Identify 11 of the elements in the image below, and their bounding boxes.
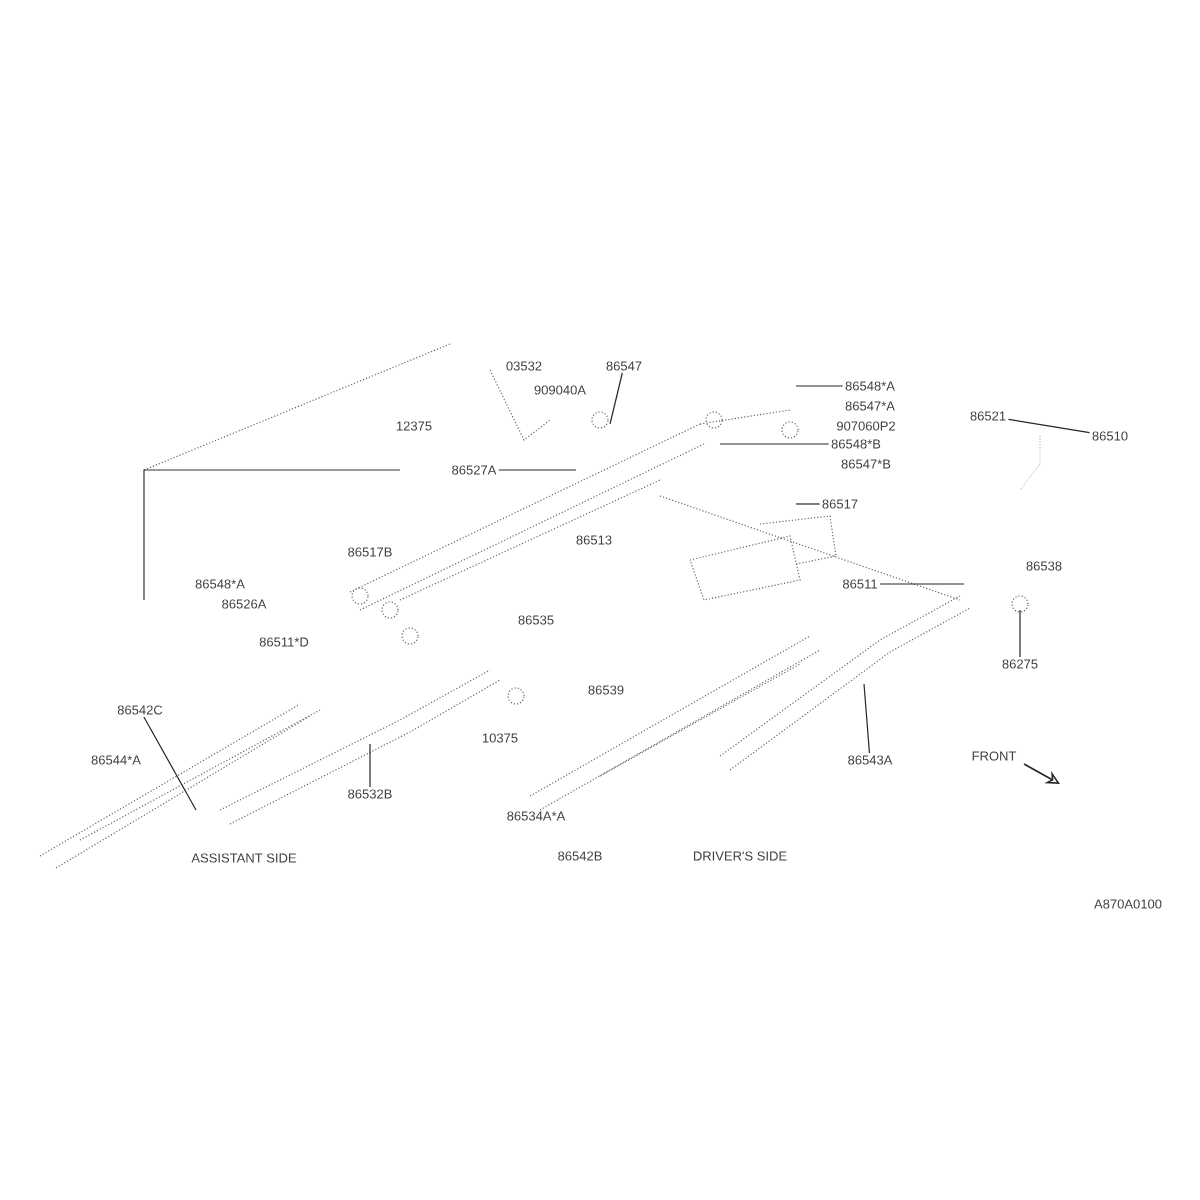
leader-line	[1019, 609, 1021, 658]
leader-line	[143, 716, 197, 811]
leader-line	[719, 443, 830, 445]
leader-line	[863, 683, 871, 754]
leader-line	[795, 385, 844, 387]
leader-line	[498, 469, 577, 471]
leader-line	[795, 503, 821, 505]
leader-line	[369, 743, 371, 788]
leader-line	[879, 583, 965, 585]
leader-line	[609, 372, 623, 425]
leader-line	[1007, 418, 1091, 434]
